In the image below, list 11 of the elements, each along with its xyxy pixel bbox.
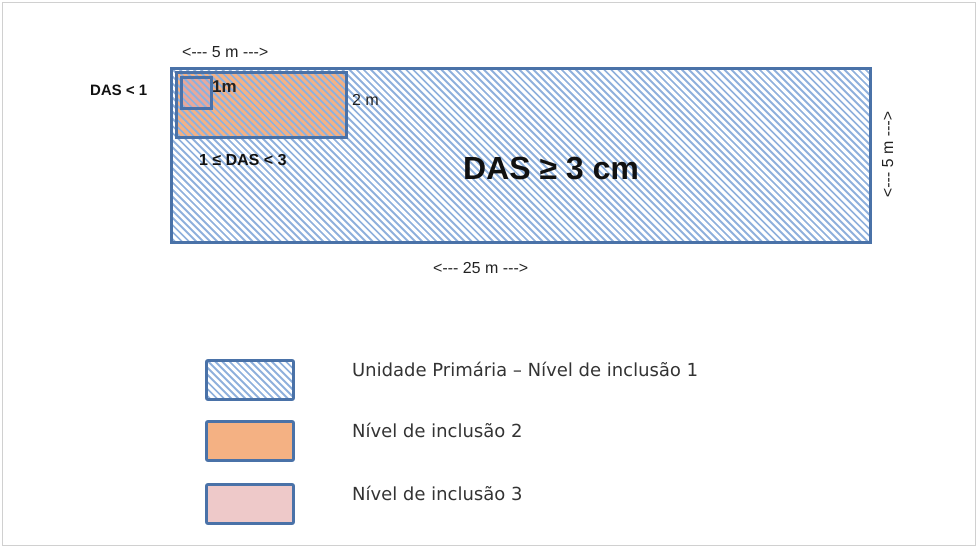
plot-label: DAS < 1 [90, 82, 148, 99]
dimension-label: <--- 5 m ---> [880, 110, 898, 198]
legend-label: Nível de inclusão 2 [352, 421, 522, 442]
legend-label: Unidade Primária – Nível de inclusão 1 [352, 360, 698, 381]
plot-label: 1 ≤ DAS < 3 [199, 152, 286, 170]
dimension-label: <--- 5 m ---> [182, 44, 268, 62]
dimension-label: 2 m [352, 92, 379, 110]
dimension-label: <--- 25 m ---> [433, 260, 528, 278]
dimension-label: 1m [212, 77, 237, 97]
legend-label: Nível de inclusão 3 [352, 484, 522, 505]
plot-label: DAS ≥ 3 cm [463, 150, 639, 187]
